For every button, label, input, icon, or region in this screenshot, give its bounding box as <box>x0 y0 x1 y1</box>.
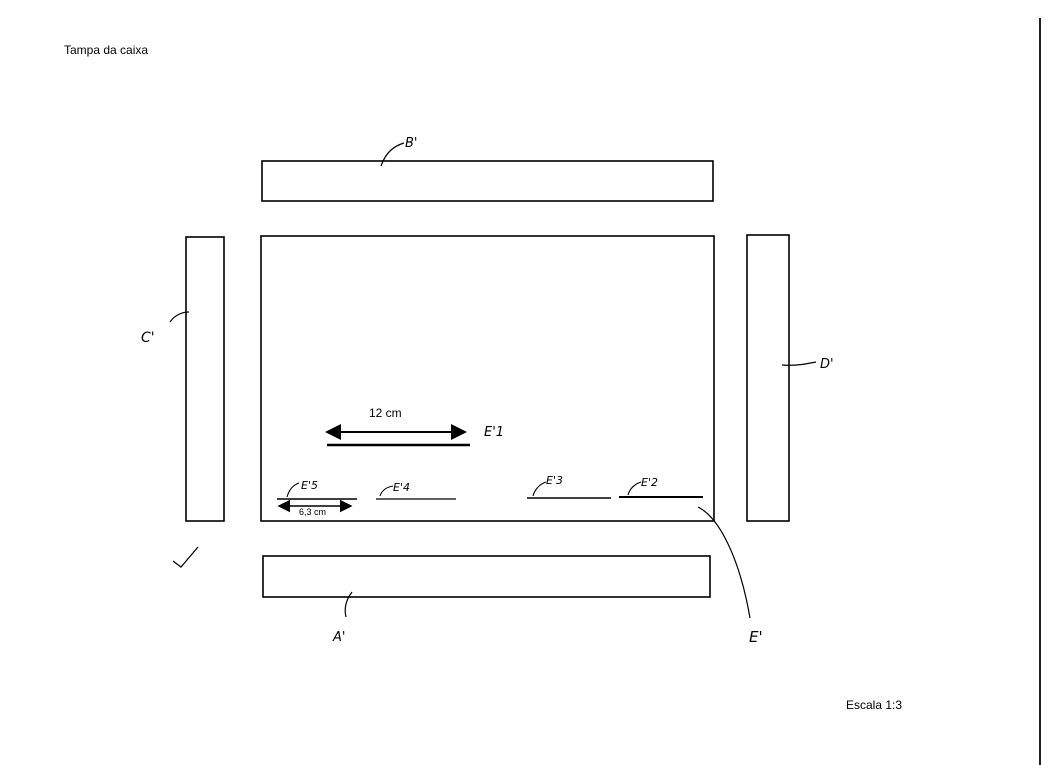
leader-e <box>697 506 751 619</box>
dimension-12cm: 12 cm <box>369 406 402 420</box>
label-e4: E'4 <box>393 481 410 494</box>
leader-d <box>781 361 817 366</box>
page-title: Tampa da caixa <box>64 43 149 57</box>
label-e5: E'5 <box>301 479 318 492</box>
lid-panel <box>260 235 715 522</box>
label-e1: E'1 <box>484 425 504 440</box>
piece-c <box>185 236 225 522</box>
label-e: E' <box>749 628 763 646</box>
label-e3: E'3 <box>546 474 563 487</box>
leader-e3 <box>532 481 547 497</box>
dimension-6-3cm: 6,3 cm <box>299 507 326 517</box>
page-edge-line <box>1039 18 1041 765</box>
piece-b <box>261 160 714 202</box>
label-c: C' <box>141 330 155 346</box>
label-e2: E'2 <box>641 476 658 489</box>
leader-e4 <box>379 485 394 497</box>
leader-e2 <box>627 481 642 496</box>
leader-a <box>344 591 353 618</box>
check-mark <box>172 546 199 568</box>
piece-a <box>262 555 711 598</box>
leader-b <box>380 142 405 167</box>
leader-c <box>169 311 190 323</box>
scale-note: Escala 1:3 <box>846 698 903 712</box>
label-d: D' <box>820 357 834 372</box>
label-a: A' <box>332 630 345 645</box>
label-b: B' <box>405 136 418 151</box>
piece-d <box>746 234 790 522</box>
leader-e5 <box>286 482 300 498</box>
